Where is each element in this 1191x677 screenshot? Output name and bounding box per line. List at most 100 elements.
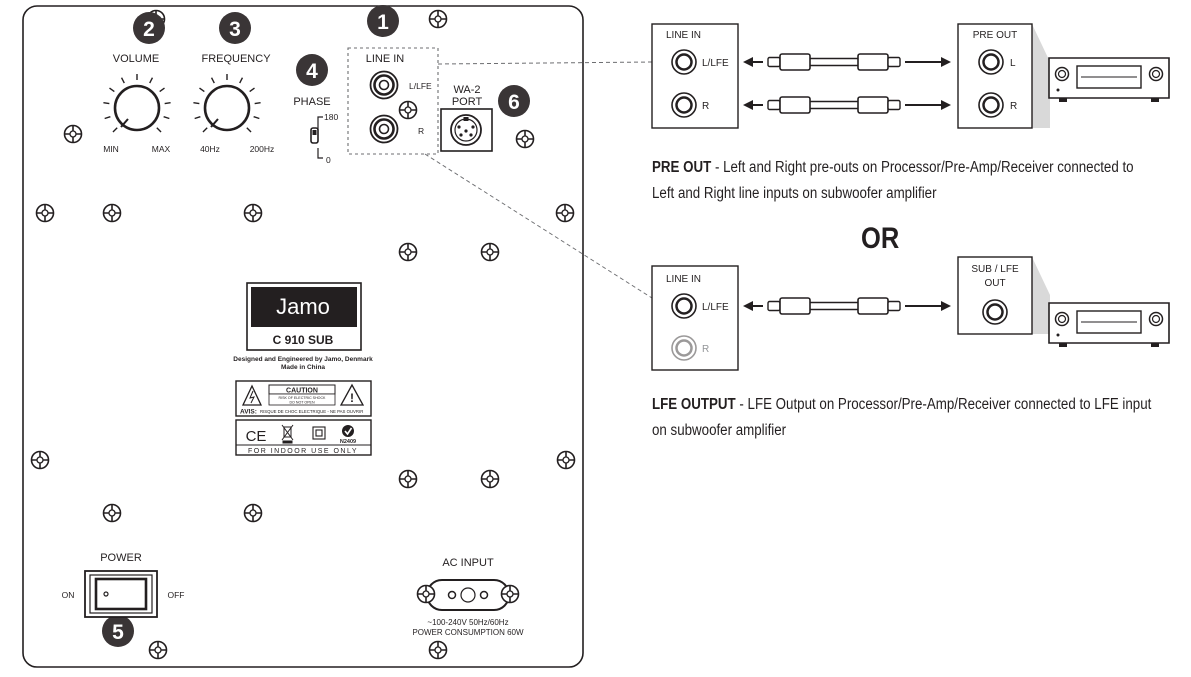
brand-plate: Jamo C 910 SUB Designed and Engineered b… bbox=[233, 282, 373, 371]
svg-text:~100-240V 50Hz/60Hz: ~100-240V 50Hz/60Hz bbox=[427, 618, 508, 627]
line-in-lfe-jack bbox=[369, 70, 399, 100]
bottom-line-in-r-jack-unused bbox=[670, 334, 698, 362]
svg-text:R: R bbox=[702, 101, 709, 112]
bottom-cable bbox=[743, 297, 951, 315]
svg-text:R: R bbox=[418, 126, 424, 136]
model-name: C 910 SUB bbox=[273, 333, 334, 347]
bottom-sub-out-box: SUB / LFE OUT bbox=[957, 256, 1050, 335]
svg-text:MIN: MIN bbox=[103, 144, 119, 154]
svg-text:PRE OUT: PRE OUT bbox=[973, 30, 1017, 41]
svg-text:PHASE: PHASE bbox=[293, 96, 330, 108]
svg-text:VOLUME: VOLUME bbox=[113, 53, 159, 65]
svg-text:L/LFE: L/LFE bbox=[409, 81, 432, 91]
svg-text:DO NOT OPEN: DO NOT OPEN bbox=[289, 401, 314, 405]
volume-control[interactable]: VOLUME MIN MAX bbox=[103, 53, 171, 154]
callout-3: 3 bbox=[219, 12, 251, 44]
line-in-r-jack bbox=[369, 114, 399, 144]
svg-text:200Hz: 200Hz bbox=[250, 144, 275, 154]
svg-text:LINE IN: LINE IN bbox=[666, 274, 701, 285]
svg-text:!: ! bbox=[350, 391, 354, 405]
svg-text:5: 5 bbox=[112, 621, 124, 644]
bottom-line-in-box: LINE IN L/LFE R bbox=[651, 265, 739, 371]
rcm-mark-icon: N2409 bbox=[340, 425, 356, 445]
lfe-output-diagram: LINE IN L/LFE R SUB / LFE OUT bbox=[651, 256, 1170, 371]
caution-label: ! CAUTION RISK OF ELECTRIC SHOCK DO NOT … bbox=[235, 380, 372, 417]
svg-text:N2409: N2409 bbox=[340, 439, 356, 445]
wa2-port[interactable]: WA-2 PORT bbox=[440, 84, 493, 152]
top-pre-out-box: PRE OUT L R bbox=[957, 23, 1050, 129]
double-insulation-icon bbox=[312, 426, 326, 440]
lfe-output-description: LFE OUTPUT - LFE Output on Processor/Pre… bbox=[652, 396, 1152, 439]
svg-text:WA-2: WA-2 bbox=[453, 84, 480, 96]
svg-text:R: R bbox=[1010, 101, 1017, 112]
svg-text:RISQUE DE CHOC ELECTRIQUE - NE: RISQUE DE CHOC ELECTRIQUE - NE PAS OUVRI… bbox=[260, 409, 363, 414]
svg-text:ON: ON bbox=[62, 590, 75, 600]
top-receiver-icon bbox=[1048, 57, 1170, 103]
ce-mark-icon: CE bbox=[246, 428, 267, 445]
pre-out-diagram: LINE IN L/LFE R PRE OUT L R bbox=[651, 23, 1170, 129]
top-line-in-r-jack bbox=[670, 91, 698, 119]
svg-text:3: 3 bbox=[229, 18, 241, 41]
sub-lfe-out-jack bbox=[981, 298, 1009, 326]
svg-text:L: L bbox=[1010, 58, 1016, 69]
svg-text:4: 4 bbox=[306, 60, 318, 83]
frequency-knob bbox=[203, 84, 251, 132]
pre-out-r-jack bbox=[977, 91, 1005, 119]
svg-text:LINE IN: LINE IN bbox=[666, 30, 701, 41]
callout-markers: 2 3 1 4 6 5 bbox=[102, 5, 530, 647]
svg-text:OUT: OUT bbox=[984, 278, 1005, 289]
leader-lines bbox=[424, 61, 653, 299]
weee-bin-icon bbox=[281, 424, 294, 444]
volume-knob bbox=[113, 84, 161, 132]
svg-text:2: 2 bbox=[143, 18, 155, 41]
pre-out-title: PRE OUT bbox=[652, 159, 712, 176]
top-line-in-box: LINE IN L/LFE R bbox=[651, 23, 739, 129]
svg-text:PORT: PORT bbox=[452, 96, 483, 108]
svg-text:0: 0 bbox=[326, 155, 331, 165]
svg-text:40Hz: 40Hz bbox=[200, 144, 220, 154]
svg-text:L/LFE: L/LFE bbox=[702, 302, 729, 313]
bottom-receiver-icon bbox=[1048, 302, 1170, 348]
pre-out-description: PRE OUT - Left and Right pre-outs on Pro… bbox=[652, 159, 1134, 202]
svg-text:POWER CONSUMPTION 60W: POWER CONSUMPTION 60W bbox=[412, 628, 524, 637]
top-cables bbox=[743, 53, 951, 114]
bottom-line-in-l-jack bbox=[670, 292, 698, 320]
callout-5: 5 bbox=[102, 615, 134, 647]
svg-text:AC INPUT: AC INPUT bbox=[442, 557, 494, 569]
svg-text:POWER: POWER bbox=[100, 552, 142, 564]
lfe-output-title: LFE OUTPUT bbox=[652, 396, 736, 413]
line-in-inputs[interactable]: LINE IN L/LFE R bbox=[347, 47, 439, 155]
certification-label: CE N2409 FOR INDOOR USE ONLY bbox=[235, 419, 372, 456]
svg-text:OFF: OFF bbox=[168, 590, 185, 600]
exclamation-warning-icon bbox=[339, 383, 365, 406]
or-divider: OR bbox=[861, 222, 900, 255]
callout-1: 1 bbox=[367, 5, 399, 37]
svg-text:6: 6 bbox=[508, 91, 520, 114]
svg-text:LINE IN: LINE IN bbox=[366, 53, 405, 65]
frequency-control[interactable]: FREQUENCY 40Hz 200Hz bbox=[193, 53, 274, 154]
top-line-in-l-jack bbox=[670, 48, 698, 76]
svg-text:CAUTION: CAUTION bbox=[286, 388, 318, 395]
ac-input[interactable]: AC INPUT ~100-240V 50Hz/60Hz POWER CONSU… bbox=[412, 557, 524, 637]
svg-text:FREQUENCY: FREQUENCY bbox=[201, 53, 271, 65]
power-switch[interactable]: POWER ON OFF bbox=[62, 552, 185, 618]
pre-out-l-jack bbox=[977, 48, 1005, 76]
svg-text:R: R bbox=[702, 344, 709, 355]
brand-logo: Jamo bbox=[276, 294, 330, 319]
shock-warning-icon bbox=[241, 384, 263, 406]
svg-text:AVIS:: AVIS: bbox=[240, 409, 257, 416]
svg-text:L/LFE: L/LFE bbox=[702, 58, 729, 69]
svg-text:MAX: MAX bbox=[152, 144, 171, 154]
svg-text:RISK OF ELECTRIC SHOCK: RISK OF ELECTRIC SHOCK bbox=[279, 396, 327, 400]
callout-2: 2 bbox=[133, 12, 165, 44]
phase-switch[interactable]: PHASE 180 0 bbox=[293, 96, 338, 165]
svg-text:SUB / LFE: SUB / LFE bbox=[971, 264, 1019, 275]
svg-text:180: 180 bbox=[324, 112, 338, 122]
svg-text:Designed and Engineered by Jam: Designed and Engineered by Jamo, Denmark bbox=[233, 356, 373, 363]
svg-text:Made in China: Made in China bbox=[281, 364, 325, 371]
callout-4: 4 bbox=[296, 54, 328, 86]
svg-text:1: 1 bbox=[377, 11, 389, 34]
svg-text:FOR INDOOR USE ONLY: FOR INDOOR USE ONLY bbox=[248, 448, 358, 455]
callout-6: 6 bbox=[498, 85, 530, 117]
